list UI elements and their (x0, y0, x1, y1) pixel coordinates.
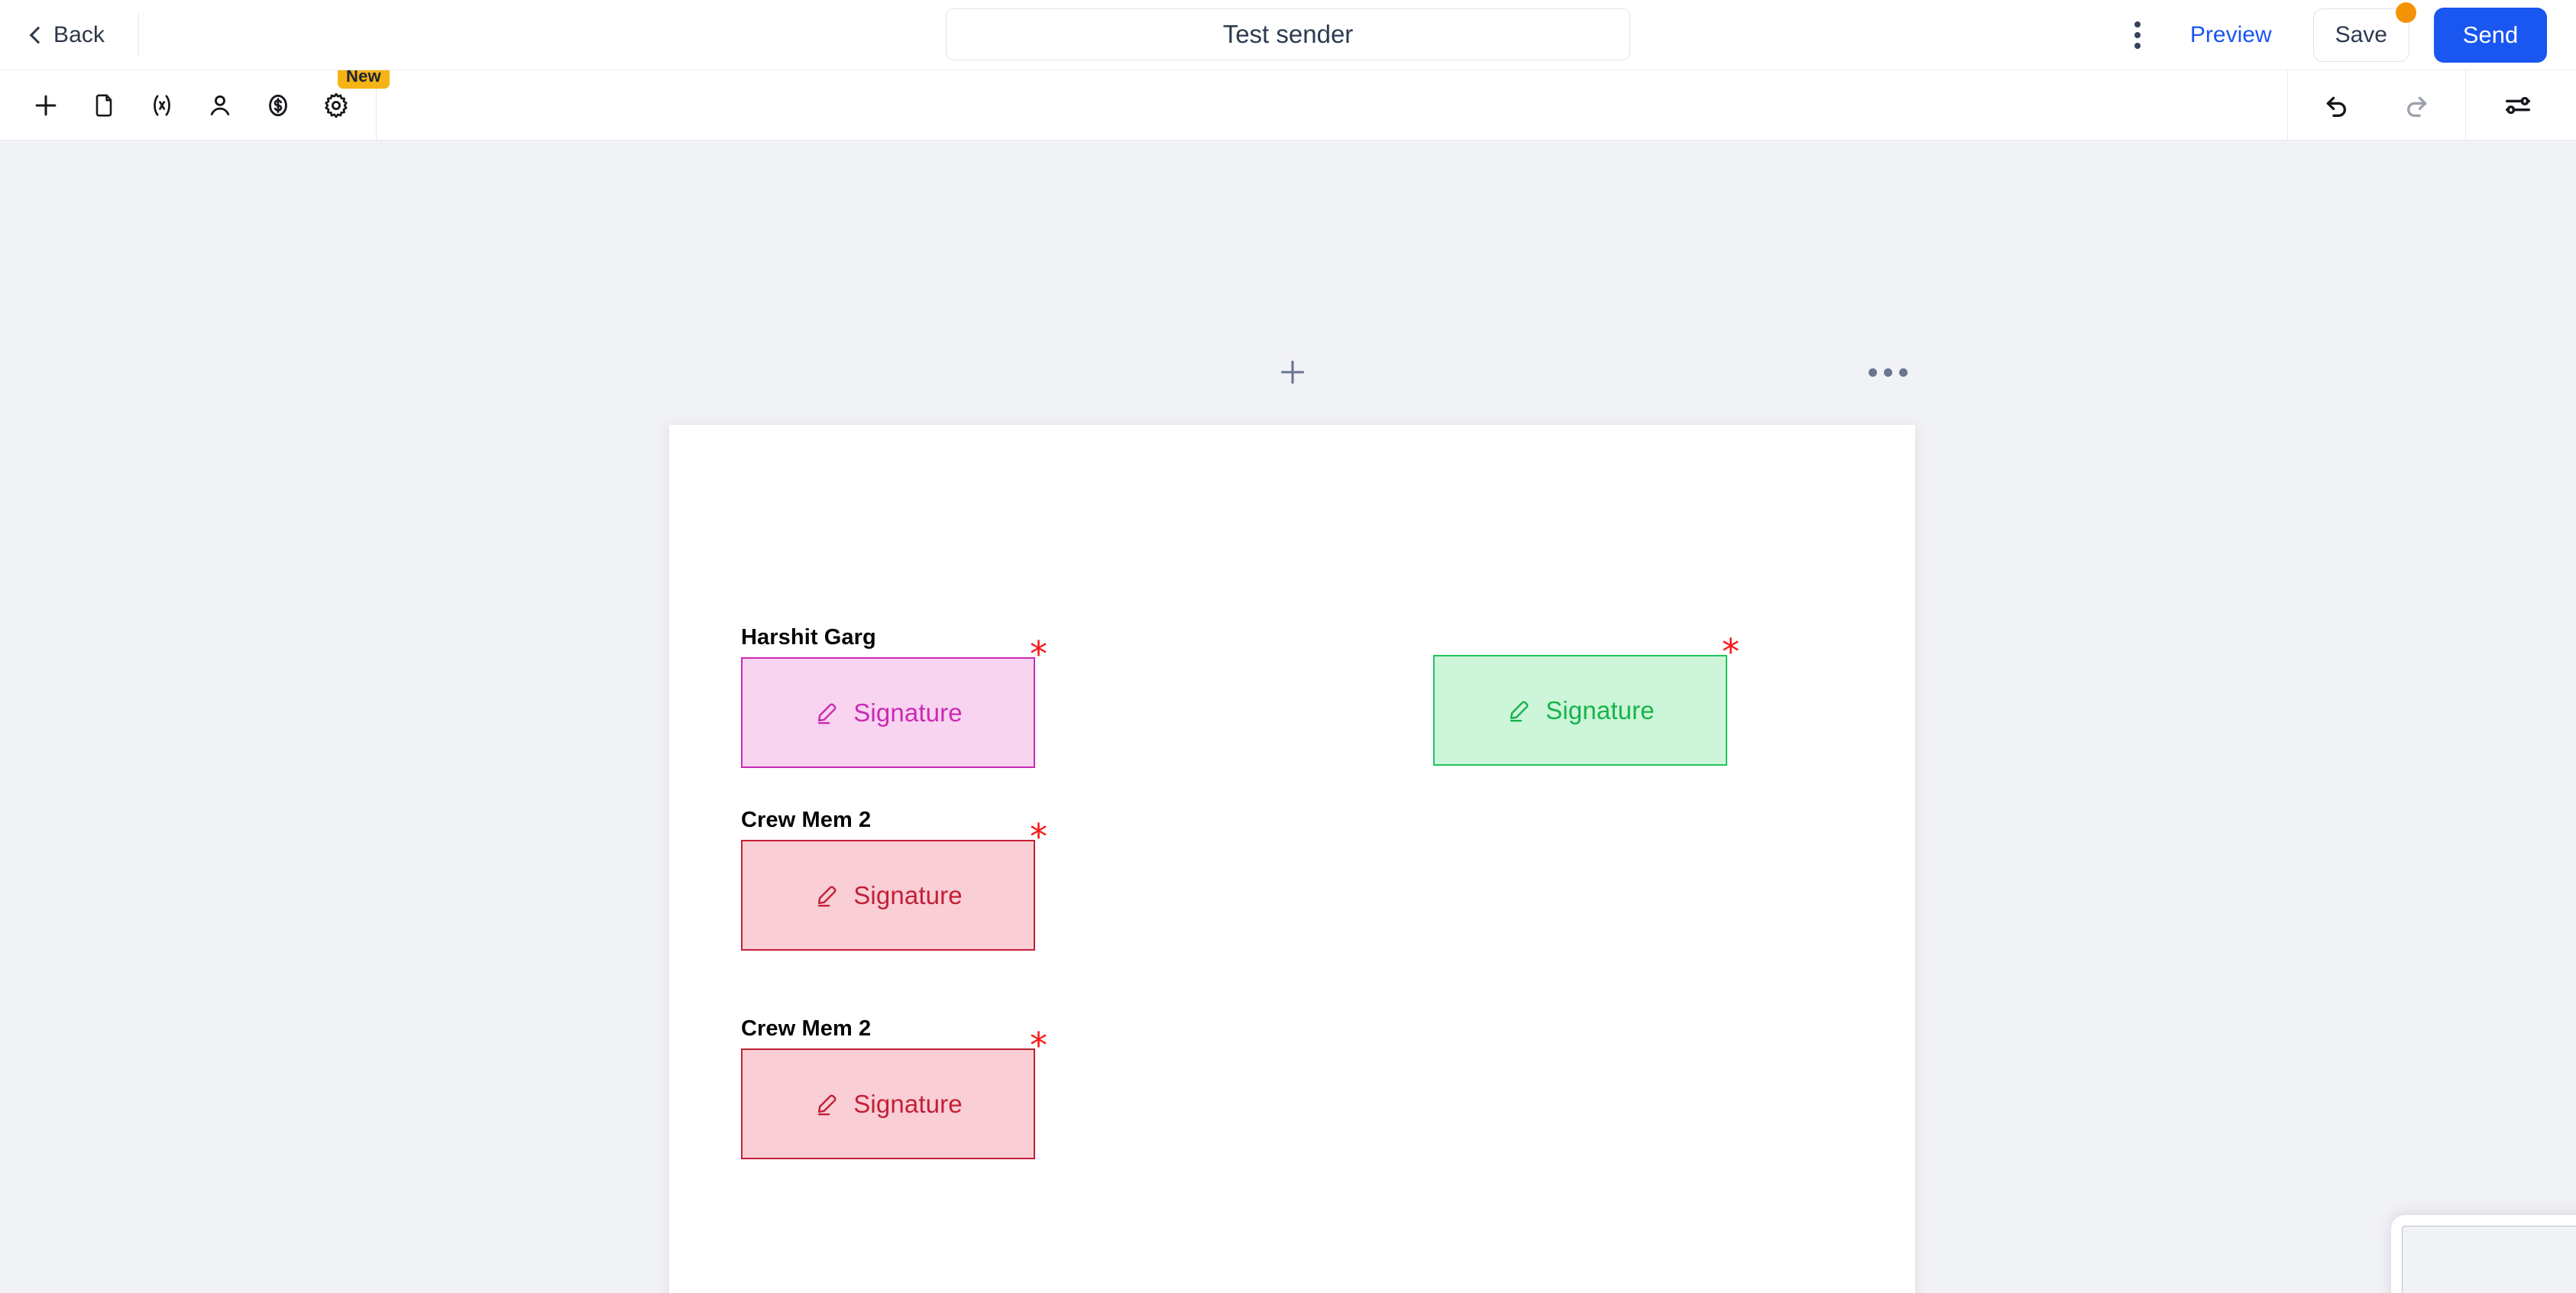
signature-field-text: Signature (853, 698, 963, 727)
signature-pen-icon (818, 886, 837, 906)
signature-field-text: Signature (1545, 695, 1655, 724)
document-title-wrap (946, 8, 1630, 60)
required-asterisk-icon: * (1030, 634, 1047, 675)
header-divider (138, 13, 140, 57)
panel-toggle-button[interactable] (2489, 76, 2547, 134)
required-asterisk-icon: * (1030, 1025, 1047, 1066)
chevron-left-icon (29, 26, 47, 44)
plus-icon (35, 95, 57, 115)
recipient-field-button[interactable] (191, 76, 249, 134)
toolbar-left-group: New (0, 63, 390, 141)
more-vertical-icon[interactable] (2115, 13, 2160, 57)
floating-preview-panel[interactable] (2391, 1215, 2576, 1293)
add-element-button[interactable] (17, 76, 75, 134)
toolbar-right-group (2287, 70, 2576, 141)
preview-button[interactable]: Preview (2189, 21, 2272, 47)
document-title-input[interactable] (946, 8, 1630, 60)
page-toolbar (669, 352, 1915, 394)
undo-icon (2326, 96, 2346, 117)
payment-field-button[interactable] (249, 76, 307, 134)
back-button-label: Back (53, 21, 105, 47)
formula-field-button[interactable] (133, 76, 191, 134)
required-asterisk-icon: * (1030, 816, 1047, 857)
editor-toolbar: New (0, 63, 2576, 141)
formula-icon (154, 94, 170, 116)
page-menu-button[interactable] (1865, 355, 1911, 390)
person-icon (210, 95, 230, 115)
floating-preview-panel-inner (2402, 1226, 2576, 1293)
sliders-icon (2506, 96, 2530, 114)
undo-redo-group (2287, 70, 2466, 141)
signature-field-text: Signature (853, 1089, 963, 1118)
save-button-label: Save (2335, 21, 2387, 47)
signature-field-text: Signature (853, 880, 963, 909)
signature-pen-icon (818, 1094, 837, 1115)
document-icon (95, 94, 112, 116)
header-actions: Preview Save Send (2115, 2, 2576, 63)
undo-button[interactable] (2308, 76, 2366, 134)
required-asterisk-icon: * (1722, 631, 1739, 672)
panel-toggle-group (2466, 70, 2576, 141)
signature-field[interactable]: Signature * (1433, 634, 1739, 766)
signature-pen-icon (818, 703, 837, 724)
redo-button[interactable] (2387, 76, 2445, 134)
document-field-button[interactable] (75, 76, 133, 134)
dollar-circle-icon (269, 94, 287, 116)
signature-field-group: Crew Mem 2 Signature * (741, 1016, 1047, 1159)
signature-field-group: Signature * (1433, 634, 1739, 766)
signature-field-label: Crew Mem 2 (741, 1016, 872, 1041)
add-page-button[interactable] (1272, 352, 1313, 393)
gear-icon (325, 92, 348, 118)
send-button[interactable]: Send (2434, 7, 2547, 63)
redo-icon (2407, 96, 2427, 117)
signature-field[interactable]: Signature * (741, 637, 1047, 768)
signature-field-label: Harshit Garg (741, 625, 876, 650)
plus-icon (1280, 360, 1304, 384)
save-button[interactable]: Save (2312, 2, 2416, 62)
signature-field-label: Crew Mem 2 (741, 808, 872, 832)
unsaved-changes-badge (2396, 2, 2416, 23)
signature-pen-icon (1510, 701, 1529, 721)
signature-field[interactable]: Signature * (741, 819, 1047, 951)
settings-button[interactable]: New (307, 63, 390, 134)
top-header-bar: Back Preview Save Send (0, 0, 2576, 70)
back-button[interactable]: Back (29, 16, 112, 54)
signature-field[interactable]: Signature * (741, 1028, 1047, 1159)
signature-field-group: Crew Mem 2 Signature * (741, 808, 1047, 951)
